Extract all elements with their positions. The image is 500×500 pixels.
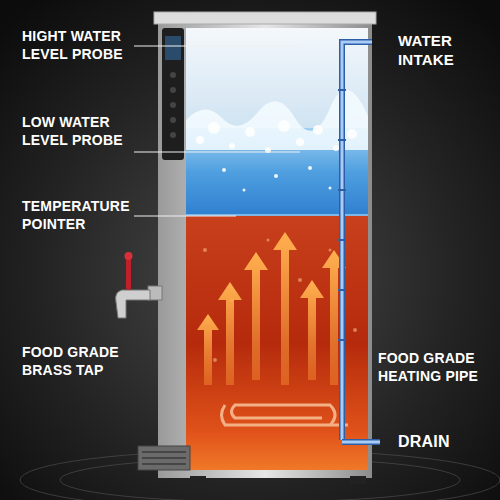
tap-knob [125, 252, 133, 260]
foot [350, 476, 366, 484]
foot [190, 476, 206, 484]
part-label: FOOD GRADE BRASS TAP [22, 344, 134, 379]
drip-tray [138, 446, 190, 470]
intake-pipe-outline [342, 42, 372, 440]
part-label: TEMPERATURE POINTER [22, 198, 134, 233]
display [165, 36, 181, 60]
part-label: DRAIN [398, 432, 492, 452]
bubbles [196, 120, 357, 192]
part-label: FOOD GRADE HEATING PIPE [378, 350, 496, 385]
intake-pipe [342, 42, 372, 440]
leader-lines [134, 46, 300, 216]
panel-buttons [170, 72, 176, 138]
control-panel [162, 28, 184, 160]
drip-grid [142, 452, 186, 464]
tap-handle [126, 256, 131, 290]
brass-tap [116, 290, 150, 318]
heat-arrows [197, 232, 346, 385]
part-label: HIGHT WATER LEVEL PROBE [22, 28, 134, 63]
part-label: WATER INTAKE [398, 32, 492, 70]
top-cap [154, 12, 376, 24]
drain-pipe [342, 441, 380, 444]
heating-pipe [222, 405, 349, 425]
flow-ticks [338, 90, 346, 340]
drain-outline [342, 439, 380, 445]
housing [158, 20, 372, 478]
part-label: LOW WATER LEVEL PROBE [22, 114, 134, 149]
